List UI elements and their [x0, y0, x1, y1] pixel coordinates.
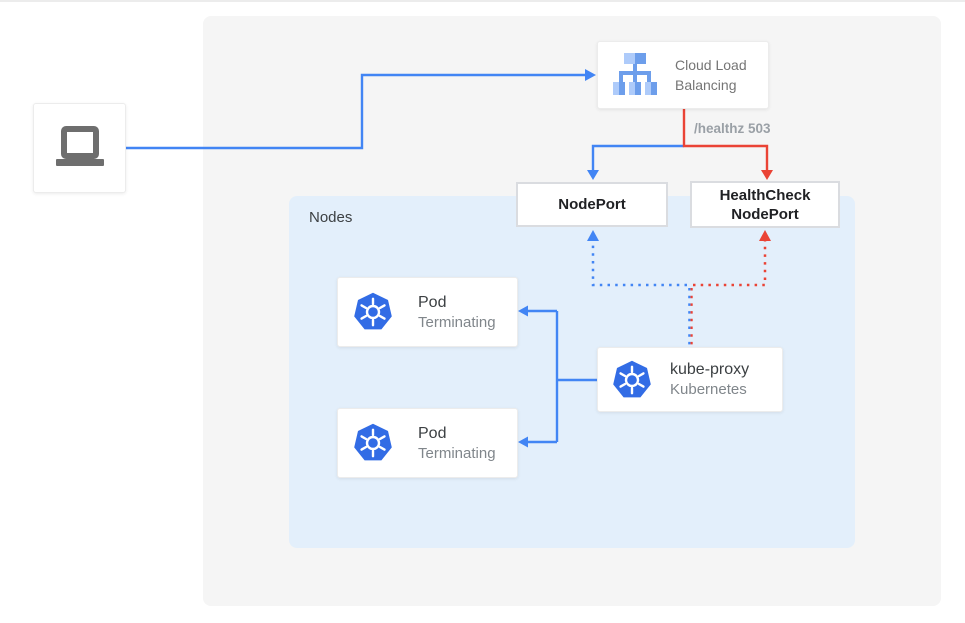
laptop-icon	[55, 126, 104, 166]
cloud-load-balancing-label: Cloud Load Balancing	[675, 57, 747, 93]
pod-node-1: Pod Terminating	[337, 277, 518, 347]
kube-proxy-title: kube-proxy	[670, 361, 750, 378]
kubernetes-icon	[613, 360, 651, 397]
pod-node-2: Pod Terminating	[337, 408, 518, 478]
healthz-status-label: /healthz 503	[694, 121, 771, 136]
kubernetes-icon	[354, 423, 392, 461]
nodeport-label: NodePort	[558, 196, 626, 213]
kubeproxy-to-pods-arrows	[518, 305, 597, 448]
healthcheck-nodeport-label-line2: NodePort	[731, 205, 799, 223]
pod-title: Pod	[418, 424, 447, 442]
page-top-divider	[0, 0, 965, 2]
kubernetes-icon	[354, 292, 392, 330]
clb-to-nodeport-arrow	[587, 144, 684, 180]
healthcheck-nodeport-node: HealthCheck NodePort	[690, 181, 840, 228]
kubeproxy-dotted-stem	[688, 288, 693, 345]
healthcheck-nodeport-label-line1: HealthCheck	[719, 186, 811, 204]
pod-status: Terminating	[418, 444, 496, 462]
nodeport-node: NodePort	[516, 182, 668, 227]
kube-proxy-subtitle: Kubernetes	[670, 381, 747, 398]
cloud-load-balancing-node: Cloud Load Balancing	[597, 41, 769, 109]
pod-title: Pod	[418, 293, 447, 311]
client-to-clb-arrow	[126, 69, 596, 150]
kubeproxy-to-nodeport-dotted-arrow	[587, 230, 687, 287]
kube-proxy-node: kube-proxy Kubernetes	[597, 347, 783, 412]
pod-status: Terminating	[418, 313, 496, 331]
nodes-label: Nodes	[309, 209, 353, 226]
load-balancer-icon	[613, 53, 657, 95]
kubeproxy-to-healthcheck-dotted-arrow	[693, 230, 771, 287]
client-node	[33, 103, 126, 193]
clb-to-healthcheck-arrow	[682, 109, 773, 180]
